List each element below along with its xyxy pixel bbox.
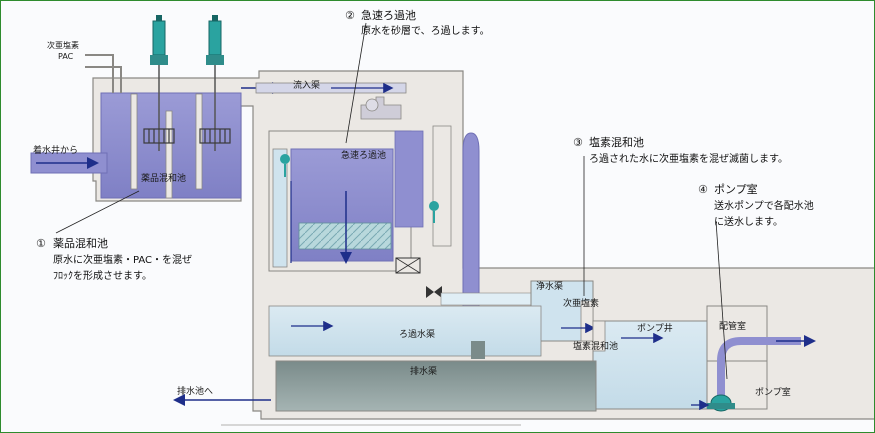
pump-room-label: ポンプ室	[755, 386, 791, 398]
chemical-label-pac: PAC	[58, 52, 74, 61]
annotation-chlorine-line: ろ過された水に次亜塩素を混ぜ滅菌します。	[589, 152, 788, 165]
annotation-mixing-line: 原水に次亜塩素・PAC・を混ぜ	[53, 253, 192, 266]
pump-room	[691, 335, 816, 412]
annotation-chlorine-number: ③	[573, 136, 583, 149]
drain-channel	[173, 341, 597, 412]
pump-well-label: ポンプ井	[637, 322, 673, 334]
intake-label: 着水井から	[33, 144, 78, 156]
agitator-motor-icon	[150, 15, 168, 65]
clean-water-channel-label: 浄水渠	[536, 280, 563, 292]
pump-well	[592, 320, 724, 410]
annotation-pump-line: に送水します。	[714, 215, 783, 228]
filtered-water-channel	[268, 305, 542, 357]
annotation-pump-title: ポンプ室	[714, 182, 758, 196]
chemical-label-hypochlorite: 次亜塩素	[47, 40, 79, 50]
annotation-filter-title: 急速ろ過池	[361, 8, 416, 22]
mixing-basin-label: 薬品混和池	[141, 172, 186, 184]
annotation-pump-line: 送水ポンプで各配水池	[714, 199, 814, 212]
inflow-channel-label: 流入渠	[293, 79, 320, 91]
annotation-pump-number: ④	[698, 183, 708, 196]
pump-icon	[707, 394, 735, 412]
annotation-mixing-line: ﾌﾛｯｸを形成させます。	[53, 270, 152, 282]
annotation-filter-line: 原水を砂層で、ろ過します。	[361, 24, 490, 37]
leader-lines	[55, 22, 728, 380]
filtered-channel-label: ろ過水渠	[399, 328, 435, 340]
mixing-basin	[30, 15, 284, 199]
annotation-chlorine-title: 塩素混和池	[589, 135, 644, 149]
piping-room-label: 配管室	[719, 320, 746, 332]
chlorine-mix-basin-label: 塩素混和池	[573, 340, 618, 352]
rapid-filter	[268, 96, 480, 328]
hypochlorite-inject-label: 次亜塩素	[563, 297, 599, 309]
clean-water-channel	[440, 292, 532, 306]
drain-channel-label: 排水渠	[410, 365, 437, 377]
rapid-filter-label: 急速ろ過池	[341, 149, 386, 161]
piping-room	[706, 305, 768, 367]
annotation-mixing-number: ①	[36, 237, 46, 250]
annotation-filter-number: ②	[345, 9, 355, 22]
annotation-mixing-title: 薬品混和池	[53, 237, 108, 250]
agitator-motor-icon	[206, 15, 224, 65]
drain-pond-label: 排水池へ	[177, 385, 213, 397]
